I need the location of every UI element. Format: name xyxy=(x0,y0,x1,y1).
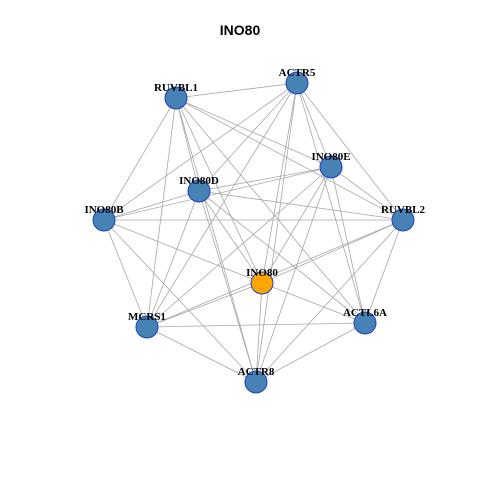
edge-ino80e-ino80d xyxy=(198,166,332,192)
node-mcrs1[interactable]: MCRS1 xyxy=(128,311,166,339)
edge-ruvbl2-actr8 xyxy=(255,219,404,383)
edge-actl6a-actr8 xyxy=(255,322,366,383)
node-circle[interactable] xyxy=(92,208,116,232)
node-circle[interactable] xyxy=(187,179,211,203)
node-ino80[interactable]: INO80 xyxy=(246,267,278,295)
edge-ino80b-actr8 xyxy=(103,219,257,383)
edge-ino80-ino80b xyxy=(103,219,263,284)
node-label: ACTL6A xyxy=(343,307,387,319)
edge-actr5-ruvbl2 xyxy=(296,82,404,221)
edge-ruvbl1-ino80d xyxy=(175,97,200,192)
node-circle[interactable] xyxy=(164,86,188,110)
node-ino80e[interactable]: INO80E xyxy=(311,151,351,179)
edge-ino80-mcrs1 xyxy=(146,282,263,328)
node-circle[interactable] xyxy=(319,155,343,179)
edge-ruvbl1-mcrs1 xyxy=(146,97,177,328)
graph-title: INO80 xyxy=(219,22,261,38)
node-label: INO80D xyxy=(179,175,219,187)
node-label: RUVBL2 xyxy=(381,204,426,216)
edge-ino80-ino80d xyxy=(198,190,263,284)
node-label: INO80 xyxy=(246,267,278,279)
node-circle[interactable] xyxy=(135,315,159,339)
edge-ruvbl1-ino80b xyxy=(103,97,177,221)
edge-ino80d-ruvbl2 xyxy=(198,190,404,221)
edge-ino80d-ino80b xyxy=(103,190,200,221)
node-circle[interactable] xyxy=(285,71,309,95)
edge-actr5-mcrs1 xyxy=(146,82,298,328)
edge-ruvbl1-actl6a xyxy=(175,97,366,324)
edge-ruvbl1-ruvbl2 xyxy=(175,97,404,221)
edge-ino80e-actr8 xyxy=(255,166,332,383)
edge-ruvbl1-ino80e xyxy=(175,97,332,168)
edge-ino80-actl6a xyxy=(261,282,366,324)
edges-layer xyxy=(103,82,404,383)
node-label: INO80B xyxy=(84,204,124,216)
node-actl6a[interactable]: ACTL6A xyxy=(343,307,387,335)
edge-actr5-ino80e xyxy=(296,82,332,168)
edge-ino80e-mcrs1 xyxy=(146,166,332,328)
edge-actr5-actl6a xyxy=(296,82,366,324)
edge-ino80d-actr8 xyxy=(198,190,257,383)
node-circle[interactable] xyxy=(250,271,274,295)
node-circle[interactable] xyxy=(244,370,268,394)
edge-ino80d-actl6a xyxy=(198,190,366,324)
node-ino80d[interactable]: INO80D xyxy=(179,175,219,203)
edge-ino80-ruvbl1 xyxy=(175,97,263,284)
edge-ino80-actr5 xyxy=(261,82,298,284)
edge-ruvbl2-mcrs1 xyxy=(146,219,404,328)
node-actr8[interactable]: ACTR8 xyxy=(238,366,275,394)
edge-actr5-ruvbl1 xyxy=(175,82,298,99)
edge-ino80-actr8 xyxy=(255,282,263,383)
edge-actr5-ino80b xyxy=(103,82,298,221)
edge-ino80e-ruvbl2 xyxy=(330,166,404,221)
edge-actr5-actr8 xyxy=(255,82,298,383)
edge-ino80-ruvbl2 xyxy=(261,219,404,284)
node-ino80b[interactable]: INO80B xyxy=(84,204,124,232)
node-ruvbl2[interactable]: RUVBL2 xyxy=(381,204,426,232)
node-label: ACTR5 xyxy=(279,67,316,79)
node-label: RUVBL1 xyxy=(154,82,198,94)
node-label: INO80E xyxy=(311,151,350,163)
node-actr5[interactable]: ACTR5 xyxy=(279,67,316,95)
edge-ruvbl2-actl6a xyxy=(364,219,404,324)
edge-ino80e-actl6a xyxy=(330,166,366,324)
edge-ino80-ino80e xyxy=(261,166,332,284)
edge-mcrs1-actr8 xyxy=(146,326,257,383)
edge-ruvbl1-actr8 xyxy=(175,97,257,383)
node-label: ACTR8 xyxy=(238,366,275,378)
node-circle[interactable] xyxy=(353,311,377,335)
edge-ino80d-mcrs1 xyxy=(146,190,200,328)
node-circle[interactable] xyxy=(391,208,415,232)
edge-ino80b-mcrs1 xyxy=(103,219,148,328)
edge-mcrs1-actl6a xyxy=(146,322,366,328)
node-ruvbl1[interactable]: RUVBL1 xyxy=(154,82,198,110)
node-label: MCRS1 xyxy=(128,311,166,323)
